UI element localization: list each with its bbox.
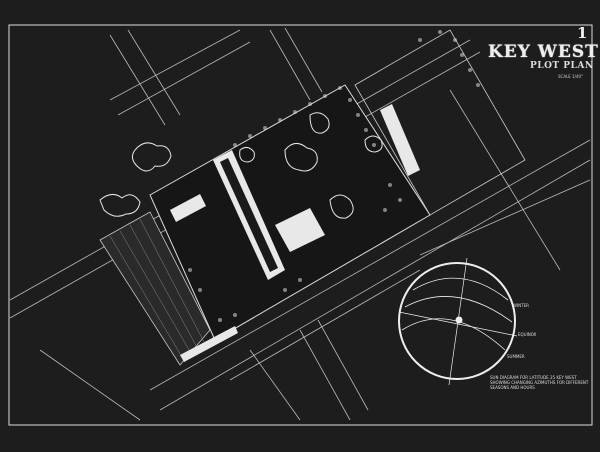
sun-diagram [398, 257, 518, 386]
trees [99, 112, 383, 219]
sheet-number: 1 [577, 24, 588, 42]
equinox-path [404, 296, 513, 323]
drawing-subtitle: PLOT PLAN [530, 61, 594, 71]
house-block [170, 104, 420, 362]
summer-path [401, 318, 506, 351]
winter-path [412, 277, 509, 301]
adjacent-lot [354, 29, 526, 216]
winter-label: WINTER [513, 303, 529, 308]
street-grid [9, 27, 591, 421]
sheet-border [8, 24, 593, 426]
drawing-scale: SCALE 1/40" [558, 74, 583, 79]
drawing-title: KEY WEST [488, 42, 599, 62]
summer-label: SUMMER [507, 354, 525, 359]
sun-diagram-caption: SUN DIAGRAM FOR LATITUDE 25 KEY WEST SHO… [490, 375, 589, 390]
hedge-dots [188, 30, 480, 322]
striped-lawn [99, 211, 211, 366]
equinox-label: EQUINOX [518, 332, 537, 337]
